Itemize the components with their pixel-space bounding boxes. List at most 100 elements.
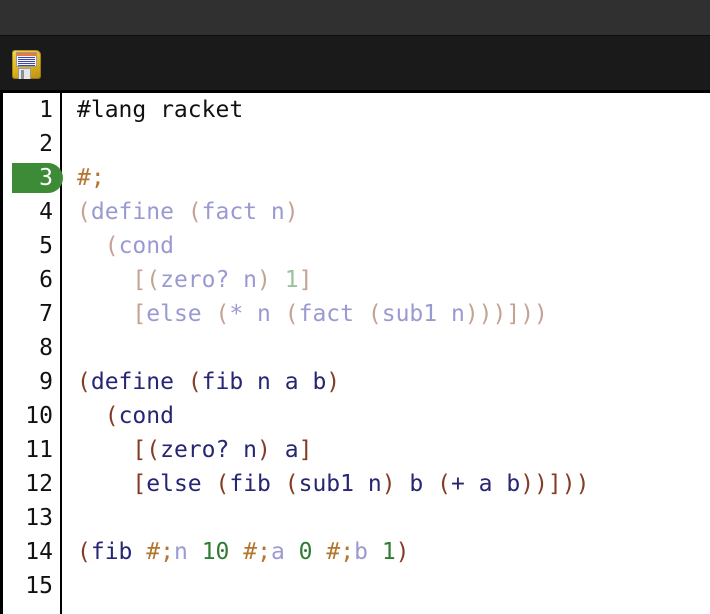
code-token [132, 539, 146, 565]
code-line[interactable]: [(zero? n) a] [77, 433, 710, 467]
code-token: #; [243, 539, 271, 565]
line-number-label: 10 [25, 403, 53, 429]
code-token [271, 437, 285, 463]
code-token: ] [298, 267, 313, 293]
save-button[interactable] [6, 44, 46, 84]
code-token [188, 539, 202, 565]
code-token: ( [437, 471, 451, 497]
code-area[interactable]: #lang racket #;(define (fact n) (cond [(… [64, 93, 710, 614]
code-token: ( [77, 539, 91, 565]
code-token [202, 471, 216, 497]
code-line[interactable]: [else (fib (sub1 n) b (+ a b))])) [77, 467, 710, 501]
line-number[interactable]: 11 [3, 433, 60, 467]
line-number[interactable]: 5 [3, 229, 60, 263]
code-line[interactable] [77, 569, 710, 603]
line-number[interactable]: 15 [3, 569, 60, 603]
line-number[interactable]: 14 [3, 535, 60, 569]
code-token: ( [77, 369, 91, 395]
code-line[interactable] [77, 331, 710, 365]
line-number-label: 8 [39, 335, 53, 361]
code-token: b [354, 539, 368, 565]
code-line[interactable]: #; [77, 161, 710, 195]
code-token [77, 301, 132, 327]
code-token [77, 233, 105, 259]
code-token: ( [104, 403, 119, 429]
code-line[interactable]: (cond [77, 229, 710, 263]
line-number[interactable]: 13 [3, 501, 60, 535]
code-token [174, 199, 188, 225]
code-token: fib n a b [201, 369, 327, 395]
line-number[interactable]: 1 [3, 93, 60, 127]
line-number[interactable]: 2 [3, 127, 60, 161]
code-token: zero? n [160, 267, 258, 293]
code-token [368, 539, 382, 565]
code-token: ))])) [520, 471, 590, 497]
code-token: fact n [201, 199, 285, 225]
floppy-label-lines [17, 56, 36, 66]
line-number-label: 11 [25, 437, 53, 463]
code-token: fib [90, 539, 133, 565]
code-token: ( [284, 301, 299, 327]
code-token: #lang racket [77, 97, 244, 123]
code-token: a [270, 539, 285, 565]
code-line[interactable]: [else (* n (fact (sub1 n)))])) [77, 297, 710, 331]
code-token: [( [132, 437, 161, 463]
code-line[interactable] [77, 501, 710, 535]
code-token: b [395, 471, 438, 497]
code-token: ) [395, 539, 410, 565]
code-token: #; [77, 165, 105, 191]
floppy-disk-save-icon [11, 49, 41, 79]
line-number-label: 5 [39, 233, 53, 259]
code-token: ] [298, 437, 313, 463]
code-token: ( [284, 471, 299, 497]
code-token: + a b [450, 471, 521, 497]
line-number[interactable]: 10 [3, 399, 60, 433]
code-token: #; [326, 539, 355, 565]
code-token: [ [132, 301, 147, 327]
code-token: define [90, 369, 174, 395]
code-token: ( [215, 301, 230, 327]
line-number-marked[interactable]: 3 [3, 161, 63, 195]
code-token: [ [132, 471, 147, 497]
line-number-label: 4 [39, 199, 53, 225]
line-number[interactable]: 9 [3, 365, 60, 399]
code-token: ( [104, 233, 119, 259]
line-number[interactable]: 8 [3, 331, 60, 365]
line-number-label: 7 [39, 301, 53, 327]
code-token [174, 369, 188, 395]
code-token: cond [118, 403, 174, 429]
code-line[interactable] [77, 127, 710, 161]
line-number-label: 13 [25, 505, 53, 531]
code-line[interactable]: (define (fact n) [77, 195, 710, 229]
code-token: ) [257, 267, 271, 293]
code-line[interactable]: (fib #;n 10 #;a 0 #;b 1) [77, 535, 710, 569]
code-line[interactable]: (define (fib n a b) [77, 365, 710, 399]
code-token: )))])) [464, 301, 548, 327]
code-token: 1 [381, 539, 396, 565]
code-token: ( [215, 471, 230, 497]
code-line[interactable]: (cond [77, 399, 710, 433]
code-token: zero? n [160, 437, 258, 463]
floppy-label-stripe [16, 52, 36, 56]
line-number[interactable]: 6 [3, 263, 60, 297]
code-token: fact [298, 301, 368, 327]
code-token [77, 471, 132, 497]
floppy-shutter [17, 67, 31, 79]
editor-toolbar [0, 35, 710, 91]
code-line[interactable]: [(zero? n) 1] [77, 263, 710, 297]
code-line[interactable]: #lang racket [77, 93, 710, 127]
code-token: ( [187, 369, 202, 395]
line-number[interactable]: 7 [3, 297, 60, 331]
code-token [202, 301, 216, 327]
window-titlebar [0, 0, 710, 35]
line-number[interactable]: 12 [3, 467, 60, 501]
code-token [77, 267, 132, 293]
code-token: * n [229, 301, 285, 327]
code-token: ) [326, 369, 341, 395]
code-token: sub1 n [381, 301, 465, 327]
line-number-label: 2 [39, 131, 53, 157]
line-number[interactable]: 4 [3, 195, 60, 229]
code-token: 10 [201, 539, 230, 565]
